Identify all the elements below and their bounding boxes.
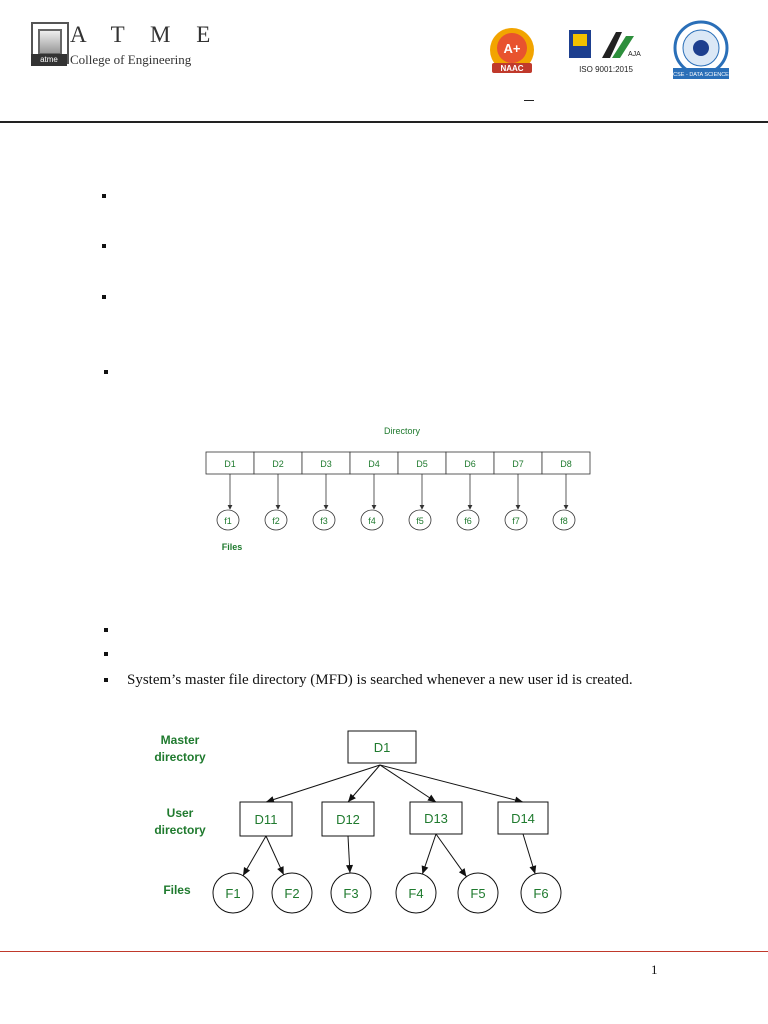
file-node-label: f5 [416,516,424,526]
naac-grade: A+ [504,41,521,56]
tree-arrowhead [458,868,467,877]
file-node-label: f4 [368,516,376,526]
user-directory-label: D14 [511,811,535,826]
tree-arrowhead [346,864,354,874]
atme-logo-abbrev: atme [31,54,67,66]
header-rule [0,121,768,123]
tree-edge [379,764,524,803]
master-directory-label: D1 [374,740,391,755]
directory-cell-label: D4 [368,459,380,469]
department-seal: CSE - DATA SCIENCE [673,20,729,79]
file-node [456,509,480,531]
tree-arrowhead [427,794,436,802]
user-directory-node [497,801,549,835]
bullet-marker [104,678,108,682]
tree-arrowhead [266,796,275,803]
directory-cell-label: D3 [320,459,332,469]
user-label-line1: User [167,806,194,820]
directory-cell-label: D6 [464,459,476,469]
naac-label: NAAC [500,64,523,73]
page-number: 1 [651,962,658,977]
files-label-2: Files [163,883,191,897]
file-node-label: F3 [343,886,358,901]
footer-rule [0,951,768,952]
file-node-label: f2 [272,516,280,526]
file-node [520,872,562,914]
tree-arrowhead [529,865,537,874]
directory-cell-label: D2 [272,459,284,469]
file-node [395,872,437,914]
naac-badge: A+ NAAC [490,28,534,73]
file-node-label: F2 [284,886,299,901]
user-directory-label: D12 [336,812,360,827]
user-directory-node [321,801,375,837]
header-dash [524,100,534,101]
single-level-directory-diagram: Directory D1 f1 D2 f2 D3 f3 D4 f4 D5 f5 D6 f6 D7 f7 D8… [205,426,591,552]
files-label: Files [222,542,243,552]
tree-arrowhead [348,793,356,802]
tree-edge [435,833,467,877]
brand-name: A T M E [70,22,221,47]
directory-cell-label: D5 [416,459,428,469]
master-label-line1: Master [161,733,200,747]
file-node [216,509,240,531]
file-node [457,872,499,914]
directory-cell-label: D7 [512,459,524,469]
directory-cell-label: D8 [560,459,572,469]
tree-arrowhead [421,865,429,875]
user-directory-node [239,801,293,837]
tree-arrowhead [277,866,284,875]
user-label-line2: directory [154,823,206,837]
file-node-label: f6 [464,516,472,526]
file-node [312,509,336,531]
bullet-marker [102,194,106,198]
master-directory-node [347,730,417,764]
file-node [271,872,313,914]
file-node [330,872,372,914]
bullet-marker [104,628,108,632]
user-directory-label: D13 [424,811,448,826]
tree-edge [379,764,437,803]
bullet-marker [102,244,106,248]
user-directory-node [409,801,463,835]
directory-label: Directory [384,426,421,436]
file-node [552,509,576,531]
directory-cell-label: D1 [224,459,236,469]
tree-edge [265,764,381,803]
file-node-label: f3 [320,516,328,526]
mfd-bullet-text: System’s master file directory (MFD) is … [127,672,633,688]
bullet-marker [104,652,108,656]
bullet-marker [102,295,106,299]
two-level-directory-diagram: Master directory User directory Files D1… [154,730,562,914]
bullet-marker [104,370,108,374]
user-directory-label: D11 [255,812,278,827]
file-node-label: F6 [533,886,548,901]
dept-label: CSE - DATA SCIENCE [673,72,729,78]
master-label-line2: directory [154,750,206,764]
file-node-label: f1 [224,516,232,526]
file-node-label: F4 [408,886,423,901]
iso-label: ISO 9001:2015 [579,65,633,74]
tree-arrowhead [243,867,251,876]
file-node-label: f7 [512,516,520,526]
file-node [504,509,528,531]
file-node-label: F1 [225,886,240,901]
file-node [360,509,384,531]
college-name: College of Engineering [70,52,192,67]
iso-mark: AJA [628,51,641,58]
tree-edge [347,764,381,803]
iso-badge: AJA ISO 9001:2015 [569,30,641,74]
file-node [212,872,254,914]
file-node-label: F5 [470,886,485,901]
file-node [264,509,288,531]
file-node-label: f8 [560,516,568,526]
file-node [408,509,432,531]
